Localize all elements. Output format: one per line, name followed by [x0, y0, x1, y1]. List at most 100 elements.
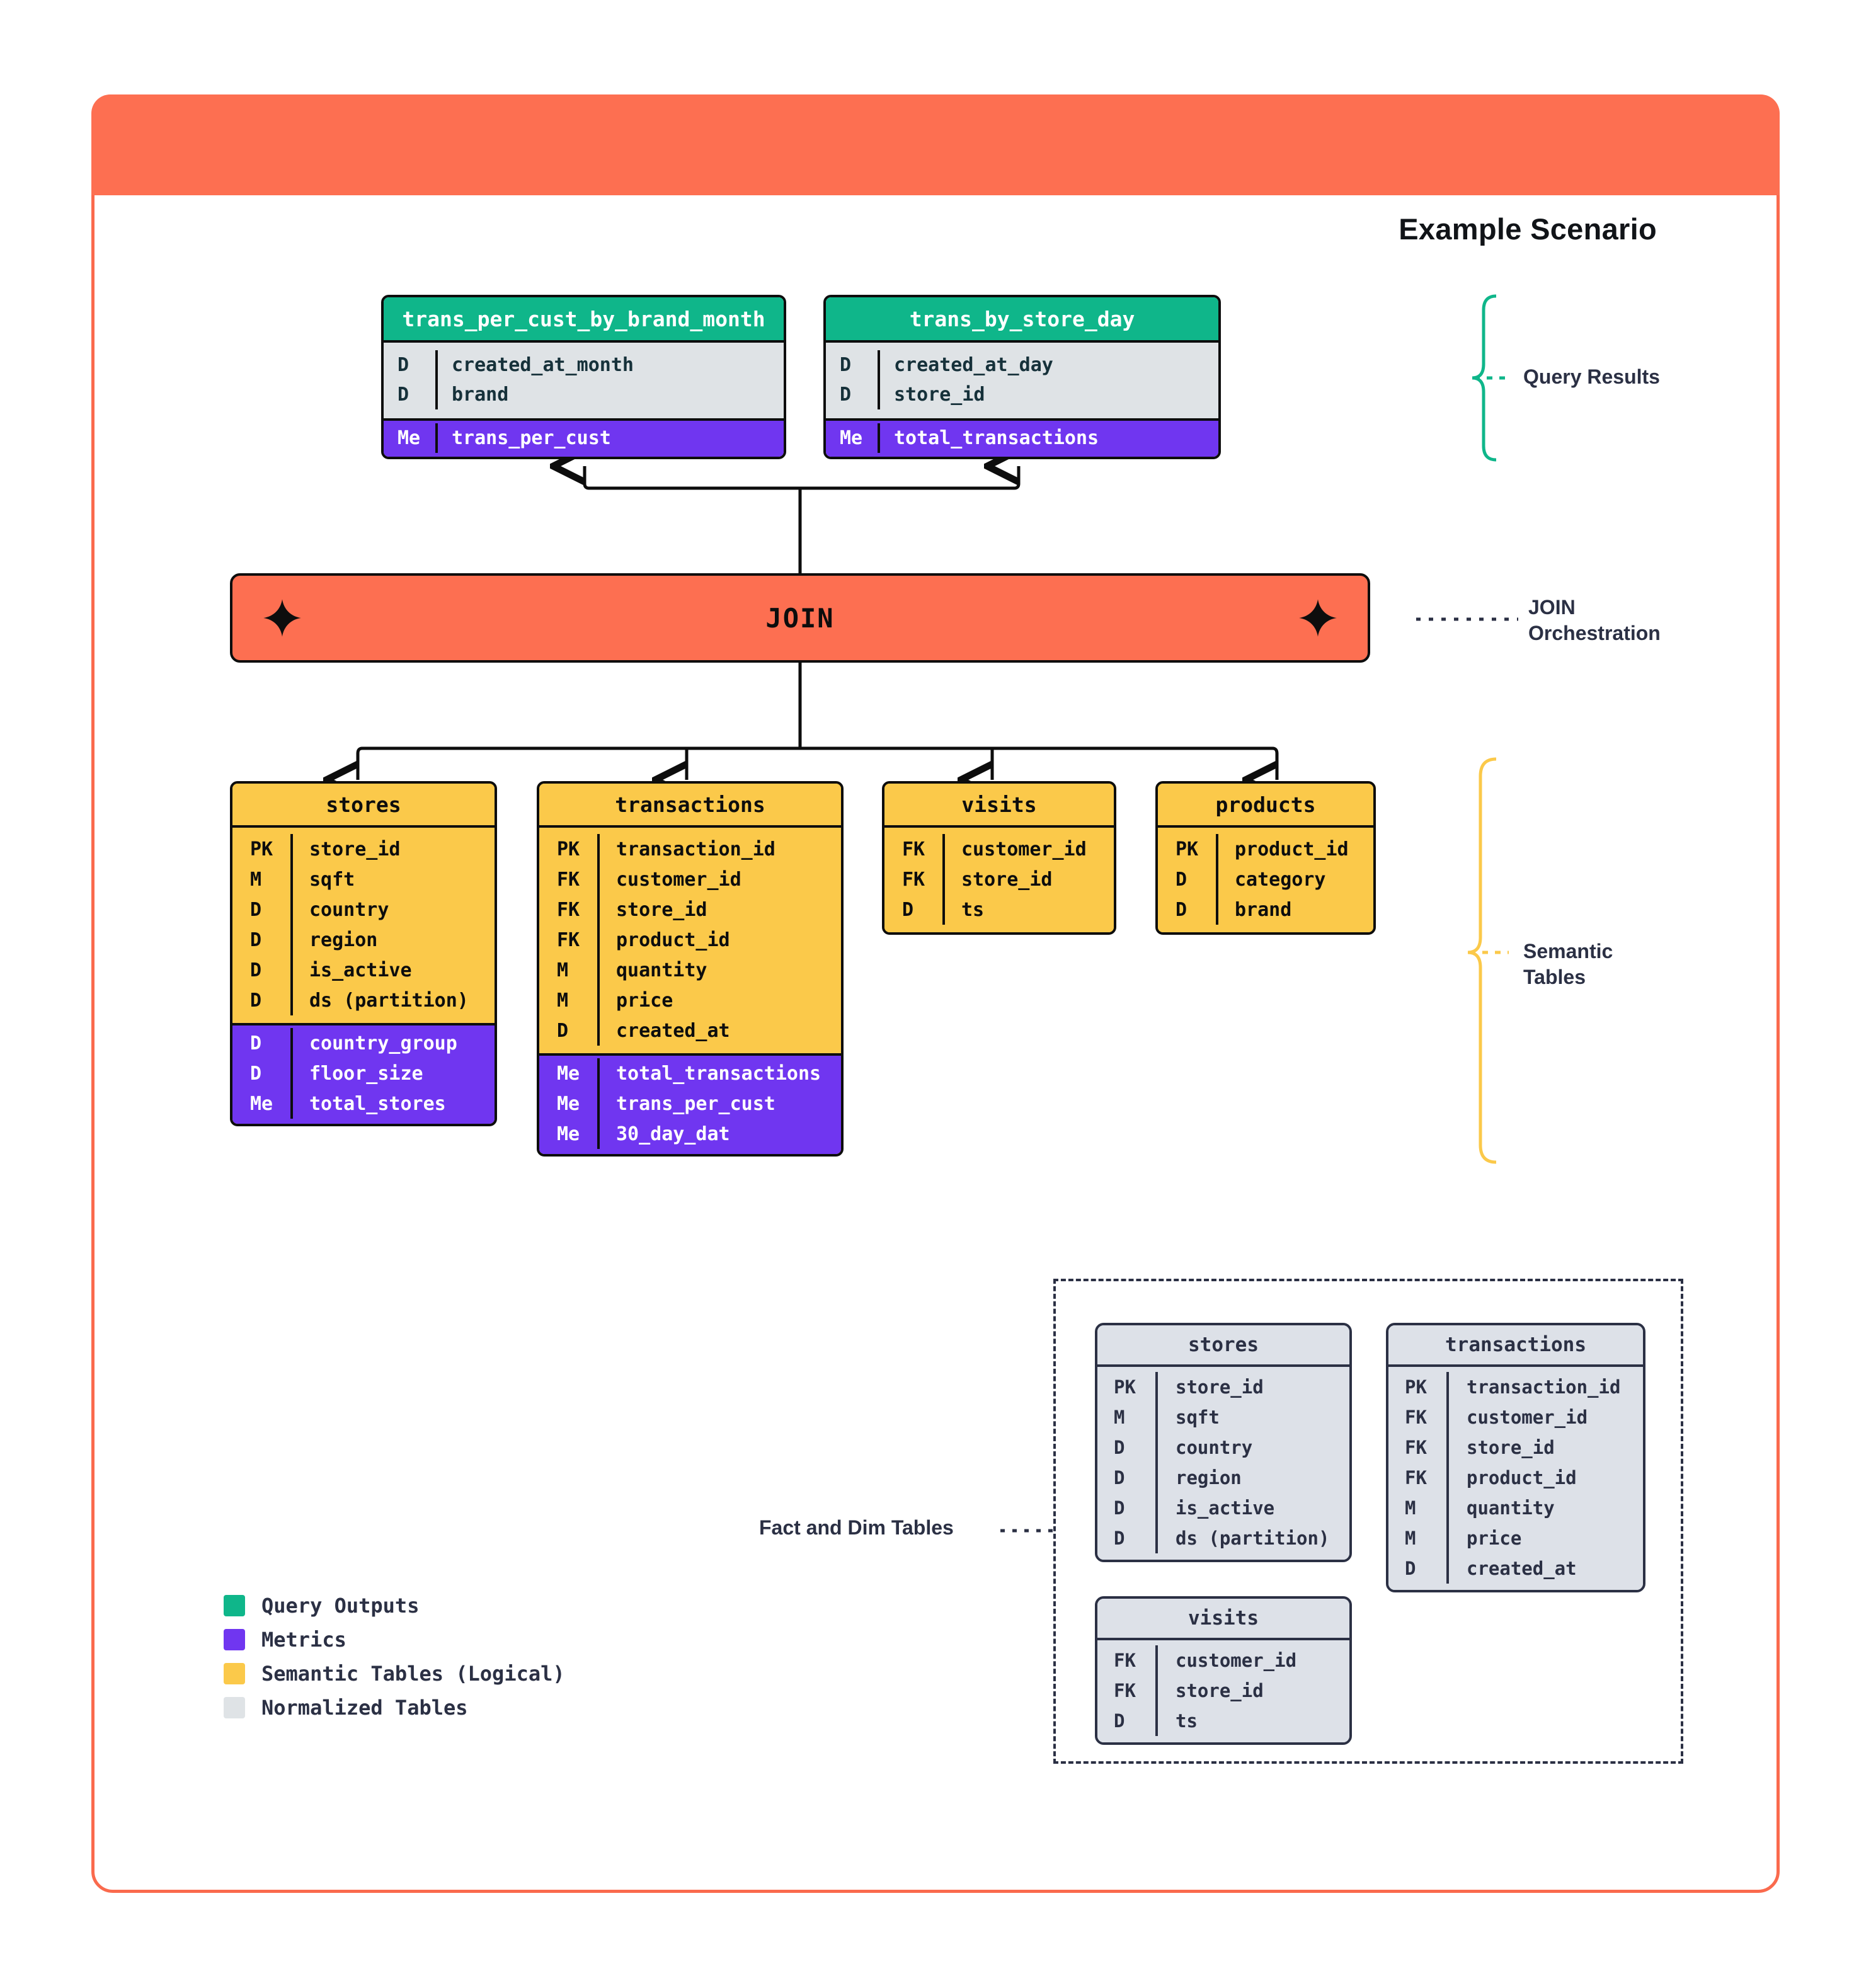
table-row: PK store_id — [1097, 1372, 1349, 1402]
row-key: D — [1176, 868, 1187, 891]
row-key: FK — [1114, 1680, 1136, 1701]
row-field: ts — [1155, 1706, 1349, 1736]
row-key: Me — [557, 1062, 580, 1085]
dimension-section: D created_at_month D brand — [384, 340, 784, 418]
semantic-annotation-line1: Semantic — [1523, 940, 1613, 963]
legend-item: Metrics — [224, 1623, 565, 1657]
row-key: M — [250, 868, 262, 891]
table-title: stores — [232, 784, 495, 825]
row-field: trans_per_cust — [435, 423, 784, 453]
legend-swatch-semantic-tables — [224, 1663, 245, 1684]
row-field: created_at_day — [878, 350, 1218, 380]
table-row: FK customer_id — [1388, 1402, 1643, 1432]
row-field: 30_day_dat — [597, 1119, 841, 1149]
row-key: PK — [1114, 1376, 1136, 1398]
row-key: D — [1114, 1497, 1125, 1519]
row-key: M — [557, 989, 569, 1012]
row-field: customer_id — [1446, 1402, 1643, 1432]
table-title: trans_per_cust_by_brand_month — [384, 297, 784, 340]
query-result-table[interactable]: trans_by_store_day D created_at_day D st… — [823, 295, 1221, 459]
row-field: country — [290, 894, 495, 925]
row-field: region — [1155, 1463, 1349, 1493]
row-key: Me — [840, 427, 863, 449]
row-key: FK — [1405, 1437, 1427, 1458]
semantic-annotation-line2: Tables — [1523, 965, 1586, 988]
row-field: store_id — [942, 864, 1114, 894]
row-key: D — [398, 354, 409, 376]
row-field: transaction_id — [597, 834, 841, 864]
row-field: transaction_id — [1446, 1372, 1643, 1402]
table-title: products — [1158, 784, 1373, 825]
row-field: country — [1155, 1432, 1349, 1463]
row-key: D — [250, 898, 262, 921]
legend-item: Normalized Tables — [224, 1691, 565, 1725]
row-field: floor_size — [290, 1058, 495, 1088]
row-key: D — [250, 959, 262, 981]
row-key: Me — [250, 1092, 273, 1115]
query-result-table[interactable]: trans_per_cust_by_brand_month D created_… — [381, 295, 786, 459]
row-field: category — [1216, 864, 1373, 894]
table-title: transactions — [1388, 1325, 1643, 1364]
table-row: Me total_transactions — [826, 423, 1218, 453]
sparkle-icon — [1298, 598, 1337, 637]
legend-swatch-query-outputs — [224, 1595, 245, 1616]
row-field: brand — [435, 380, 784, 409]
row-field: region — [290, 925, 495, 955]
fact-dim-annotation: Fact and Dim Tables — [759, 1516, 954, 1539]
legend-label: Semantic Tables (Logical) — [261, 1662, 565, 1686]
row-field: customer_id — [942, 834, 1114, 864]
row-field: brand — [1216, 894, 1373, 925]
legend-item: Semantic Tables (Logical) — [224, 1657, 565, 1691]
row-key: M — [1114, 1407, 1125, 1428]
row-field: total_stores — [290, 1088, 495, 1119]
table-title: trans_by_store_day — [826, 297, 1218, 340]
row-key: FK — [1405, 1407, 1427, 1428]
legend-item: Query Outputs — [224, 1589, 565, 1623]
query-results-annotation: Query Results — [1523, 365, 1660, 388]
row-field: store_id — [1155, 1372, 1349, 1402]
join-annotation-line1: JOIN — [1528, 596, 1576, 619]
sparkle-icon — [263, 598, 302, 637]
table-title: visits — [884, 784, 1114, 825]
row-field: store_id — [290, 834, 495, 864]
fact-dim-container — [1053, 1279, 1683, 1764]
join-orchestration-bar[interactable]: JOIN — [230, 573, 1370, 663]
row-field: quantity — [597, 955, 841, 985]
row-field: ds (partition) — [290, 985, 495, 1015]
legend-label: Query Outputs — [261, 1594, 420, 1618]
row-key: FK — [902, 868, 925, 891]
row-key: FK — [557, 898, 580, 921]
row-field: country_group — [290, 1028, 495, 1058]
legend-label: Metrics — [261, 1628, 346, 1652]
